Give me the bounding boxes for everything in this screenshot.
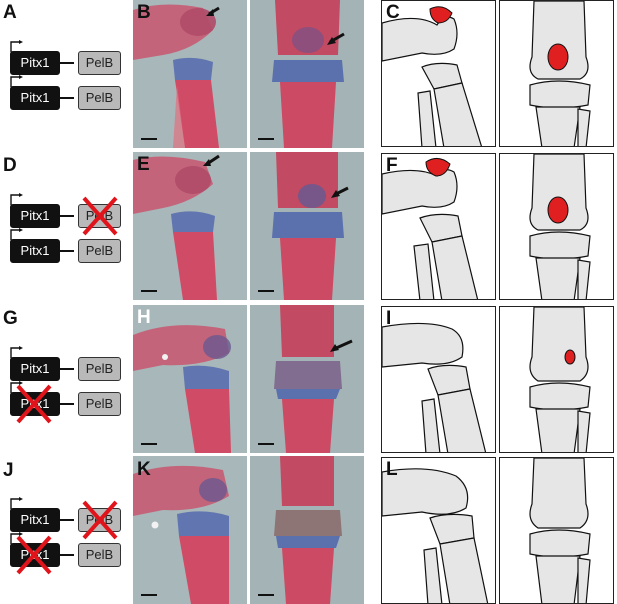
panel-label-a: A bbox=[3, 2, 17, 23]
pitx1-gene-box: Pitx1 bbox=[10, 543, 60, 567]
photo-knee-frontal bbox=[250, 0, 364, 148]
drawing-knee-lateral bbox=[381, 306, 496, 453]
photo-knee-lateral bbox=[133, 456, 247, 604]
scale-bar bbox=[141, 138, 157, 140]
gene-connector bbox=[60, 215, 74, 217]
promoter-arrow-icon bbox=[10, 228, 23, 240]
scale-bar bbox=[258, 290, 274, 292]
pitx1-gene-box: Pitx1 bbox=[10, 51, 60, 75]
photo-knee-frontal bbox=[250, 456, 364, 604]
pelb-gene-box: PelB bbox=[78, 239, 121, 263]
drawing-knee-frontal bbox=[499, 0, 614, 147]
pelb-gene-box: PelB bbox=[78, 508, 121, 532]
photo-knee-lateral bbox=[133, 0, 247, 148]
pelb-gene-box: PelB bbox=[78, 204, 121, 228]
promoter-arrow-icon bbox=[10, 40, 23, 52]
pelb-gene-box: PelB bbox=[78, 51, 121, 75]
promoter-arrow-icon bbox=[10, 497, 23, 509]
panel-label-d: D bbox=[3, 155, 17, 176]
panel-label-g: G bbox=[3, 308, 18, 329]
panel-label-j: J bbox=[3, 460, 14, 481]
drawing-knee-lateral bbox=[381, 457, 496, 604]
panel-label-f: F bbox=[386, 155, 398, 176]
drawing-knee-frontal bbox=[499, 457, 614, 604]
panel-label-i: I bbox=[386, 308, 392, 329]
promoter-arrow-icon bbox=[10, 381, 23, 393]
gene-connector bbox=[60, 519, 74, 521]
scale-bar bbox=[141, 443, 157, 445]
scale-bar bbox=[258, 443, 274, 445]
drawing-knee-lateral bbox=[381, 153, 496, 300]
gene-connector bbox=[60, 62, 74, 64]
photo-knee-frontal bbox=[250, 152, 364, 300]
panel-label-c: C bbox=[386, 2, 400, 23]
gene-connector bbox=[60, 250, 74, 252]
photo-knee-lateral bbox=[133, 305, 247, 453]
gene-connector bbox=[60, 368, 74, 370]
panel-label-h: H bbox=[137, 307, 151, 328]
photo-knee-frontal bbox=[250, 305, 364, 453]
drawing-knee-frontal bbox=[499, 153, 614, 300]
pelb-gene-box: PelB bbox=[78, 357, 121, 381]
pelb-gene-box: PelB bbox=[78, 543, 121, 567]
gene-connector bbox=[60, 403, 74, 405]
pitx1-gene-box: Pitx1 bbox=[10, 508, 60, 532]
promoter-arrow-icon bbox=[10, 193, 23, 205]
pitx1-gene-box: Pitx1 bbox=[10, 239, 60, 263]
scale-bar bbox=[258, 138, 274, 140]
pelb-gene-box: PelB bbox=[78, 392, 121, 416]
gene-connector bbox=[60, 554, 74, 556]
drawing-knee-frontal bbox=[499, 306, 614, 453]
panel-label-k: K bbox=[137, 459, 151, 480]
scale-bar bbox=[141, 290, 157, 292]
drawing-knee-lateral bbox=[381, 0, 496, 147]
promoter-arrow-icon bbox=[10, 346, 23, 358]
panel-label-b: B bbox=[137, 2, 151, 23]
panel-label-e: E bbox=[137, 154, 150, 175]
scale-bar bbox=[258, 594, 274, 596]
photo-knee-lateral bbox=[133, 152, 247, 300]
pitx1-gene-box: Pitx1 bbox=[10, 204, 60, 228]
promoter-arrow-icon bbox=[10, 532, 23, 544]
panel-label-l: L bbox=[386, 459, 398, 480]
promoter-arrow-icon bbox=[10, 75, 23, 87]
scale-bar bbox=[141, 594, 157, 596]
pitx1-gene-box: Pitx1 bbox=[10, 357, 60, 381]
pitx1-gene-box: Pitx1 bbox=[10, 86, 60, 110]
gene-connector bbox=[60, 97, 74, 99]
pelb-gene-box: PelB bbox=[78, 86, 121, 110]
pitx1-gene-box: Pitx1 bbox=[10, 392, 60, 416]
